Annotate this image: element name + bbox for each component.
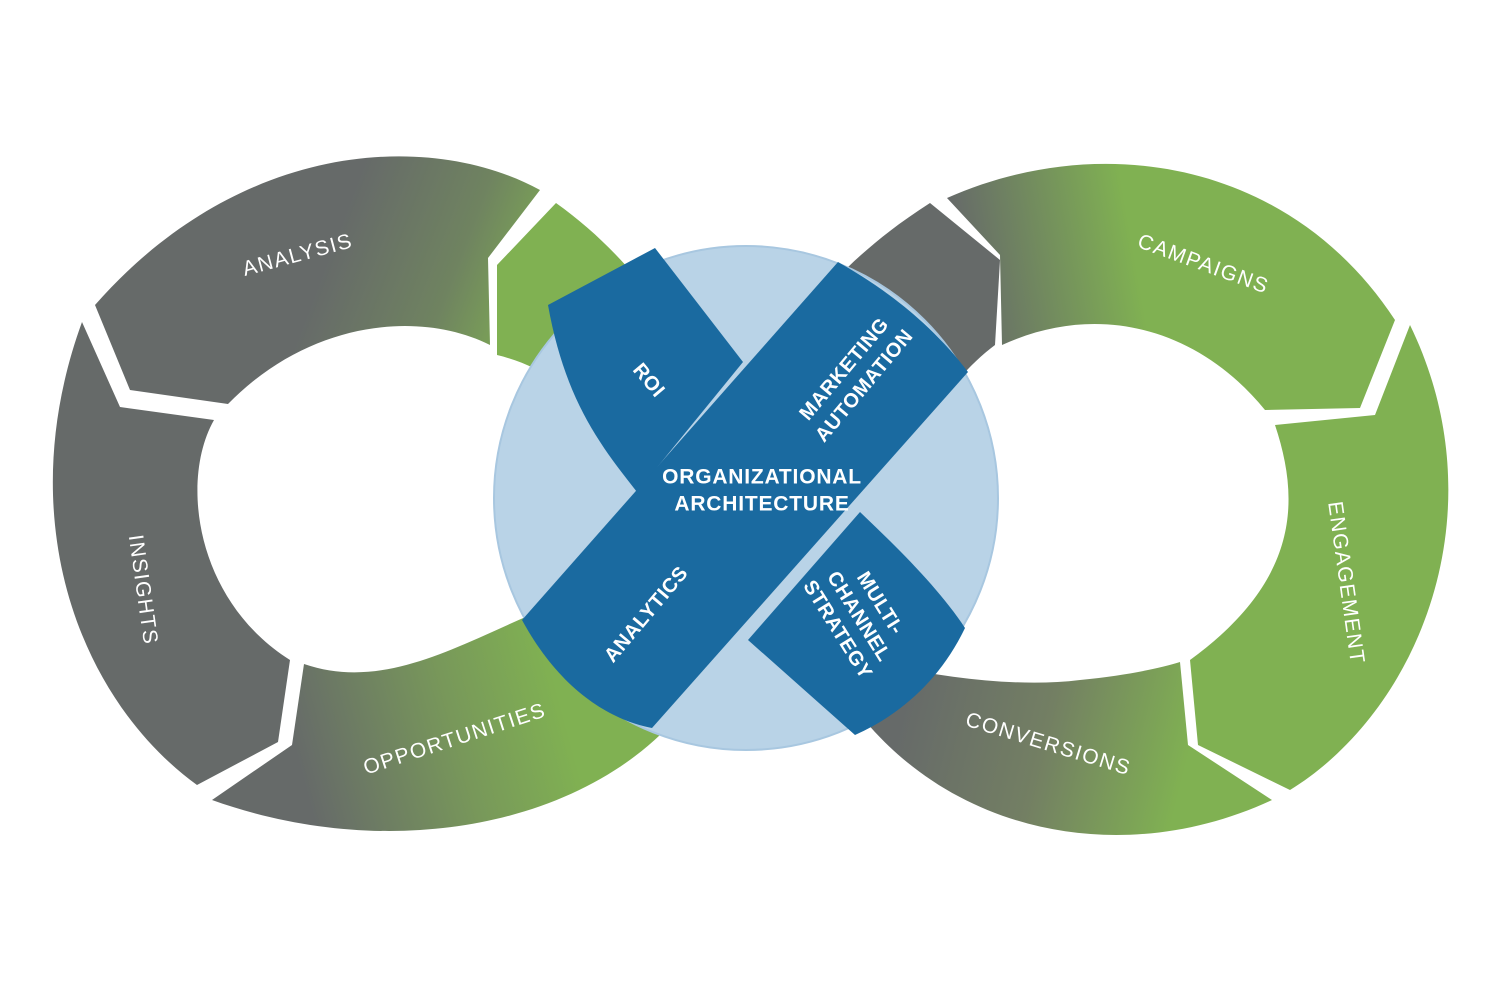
segment-campaigns [947, 163, 1395, 410]
center-title-line2: ARCHITECTURE [674, 493, 849, 516]
cross-bands [522, 248, 968, 735]
segment-opportunities [212, 615, 660, 831]
segment-engagement [1190, 325, 1449, 790]
right-loop [800, 163, 1449, 836]
center-title-line1: ORGANIZATIONAL [662, 466, 862, 489]
segment-conversions [820, 650, 1272, 836]
segment-insights [52, 322, 290, 785]
band-multi-channel [748, 512, 965, 735]
band-roi [548, 248, 743, 492]
segment-analysis [95, 156, 540, 404]
band-marketing-automation-analytics [522, 262, 968, 728]
